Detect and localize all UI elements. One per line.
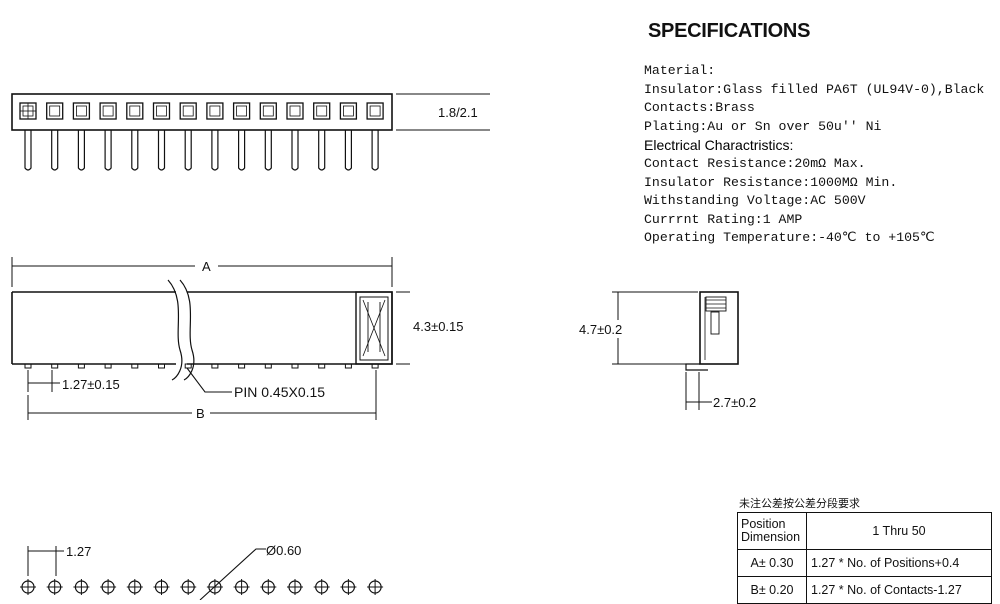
pin: [184, 130, 192, 171]
pin-foot: [238, 363, 246, 369]
spec-item: Plating:Au or Sn over 50u'' Ni: [644, 118, 882, 134]
tolerance-row-label: A± 0.30: [737, 549, 807, 577]
contact-cell: [286, 102, 304, 120]
dim-length-a: A: [202, 259, 211, 274]
contact-cell-inner: [316, 105, 328, 117]
contact-cell-inner: [236, 105, 248, 117]
contact-cell-inner: [76, 105, 87, 117]
pin-foot: [184, 363, 192, 369]
tolerance-row-label: B± 0.20: [737, 576, 807, 604]
contact-cell: [126, 102, 144, 120]
dim-top-height: 1.8/2.1: [438, 105, 478, 120]
dim-side-depth: 2.7±0.2: [713, 395, 756, 410]
pin-foot: [51, 363, 59, 369]
tolerance-header-right: 1 Thru 50: [806, 512, 992, 550]
specifications-title: SPECIFICATIONS: [648, 20, 811, 42]
pin: [104, 130, 112, 171]
contact-cell-inner: [262, 105, 274, 117]
top-view: [11, 93, 490, 171]
contact-cell-inner: [156, 105, 167, 117]
contact-cell: [46, 102, 64, 120]
pin-foot: [77, 363, 85, 369]
spec-item: Withstanding Voltage:AC 500V: [644, 193, 866, 209]
pin-foot: [371, 363, 379, 369]
pin: [131, 130, 139, 171]
contact-cell-inner: [129, 105, 141, 117]
dim-pcb-pitch: 1.27: [66, 544, 91, 559]
contact-cell: [366, 102, 384, 120]
pin-foot: [158, 363, 165, 369]
contact-cell-inner: [102, 105, 114, 117]
pin: [51, 130, 59, 171]
pin: [291, 130, 299, 171]
contact-cell: [179, 102, 197, 120]
contact-cell: [259, 102, 277, 120]
dim-length-b: B: [196, 406, 205, 421]
front-view: [11, 257, 410, 420]
pin-foot: [131, 363, 139, 369]
tolerance-header-position: Position: [741, 517, 786, 531]
contact-cell-inner: [289, 105, 301, 117]
dim-hole-dia: Ø0.60: [266, 543, 301, 558]
contact-cell: [206, 102, 224, 120]
pin: [344, 130, 352, 171]
pin-foot: [291, 363, 299, 369]
tolerance-header-left: Position Dimension: [737, 512, 807, 550]
pin-foot: [104, 363, 112, 369]
tolerance-header-dimension: Dimension: [741, 530, 801, 544]
tolerance-note: 未注公差按公差分段要求: [739, 497, 860, 510]
contact-cell: [339, 102, 358, 120]
contact-cell: [152, 102, 171, 120]
dim-pin-size: PIN 0.45X0.15: [234, 384, 325, 400]
pin: [211, 130, 219, 171]
pin-foot: [318, 363, 326, 369]
dim-side-height: 4.7±0.2: [579, 322, 622, 337]
contact-cell-inner: [342, 105, 354, 117]
tolerance-table: Position Dimension 1 Thru 50 A± 0.30 1.2…: [737, 512, 992, 604]
pin-foot: [24, 363, 32, 369]
pin-foot: [344, 363, 352, 369]
spec-item: Contacts:Brass: [644, 100, 755, 116]
contact-cell-inner: [369, 105, 381, 117]
contact-cell-inner: [209, 105, 221, 117]
spec-item: Currrnt Rating:1 AMP: [644, 211, 803, 227]
dim-body-height: 4.3±0.15: [413, 319, 464, 334]
contact-cell: [313, 102, 331, 120]
specifications-list: Material: Insulator:Glass filled PA6T (UL…: [644, 62, 984, 248]
pin: [157, 130, 166, 171]
pcb-layout: [20, 546, 384, 600]
contact-cell-inner: [49, 105, 61, 117]
contact-cell: [99, 102, 117, 120]
tolerance-row-value: 1.27 * No. of Contacts-1.27: [806, 576, 992, 604]
contact-cell: [72, 102, 91, 120]
spec-item: Material:: [644, 63, 716, 78]
pin: [371, 130, 379, 171]
pin: [318, 130, 326, 171]
table-row: A± 0.30 1.27 * No. of Positions+0.4: [737, 549, 992, 577]
tolerance-row-value: 1.27 * No. of Positions+0.4: [806, 549, 992, 577]
pin: [238, 130, 246, 171]
dim-pitch: 1.27±0.15: [62, 377, 120, 392]
pin-foot: [211, 363, 219, 369]
contact-cell: [232, 102, 251, 120]
spec-item: Operating Temperature:-40℃ to +105℃: [644, 230, 935, 246]
spec-item: Contact Resistance:20mΩ Max.: [644, 155, 866, 171]
side-view: [612, 291, 739, 410]
table-row: B± 0.20 1.27 * No. of Contacts-1.27: [737, 576, 992, 604]
pin: [264, 130, 272, 171]
pin: [24, 130, 32, 171]
pin: [77, 130, 85, 171]
spec-section-heading: Electrical Charactristics:: [644, 137, 794, 154]
spec-item: Insulator:Glass filled PA6T (UL94V-0),Bl…: [644, 81, 985, 97]
contact-cell-inner: [182, 105, 194, 117]
pin-foot: [264, 363, 272, 369]
spec-item: Insulator Resistance:1000MΩ Min.: [644, 174, 898, 190]
